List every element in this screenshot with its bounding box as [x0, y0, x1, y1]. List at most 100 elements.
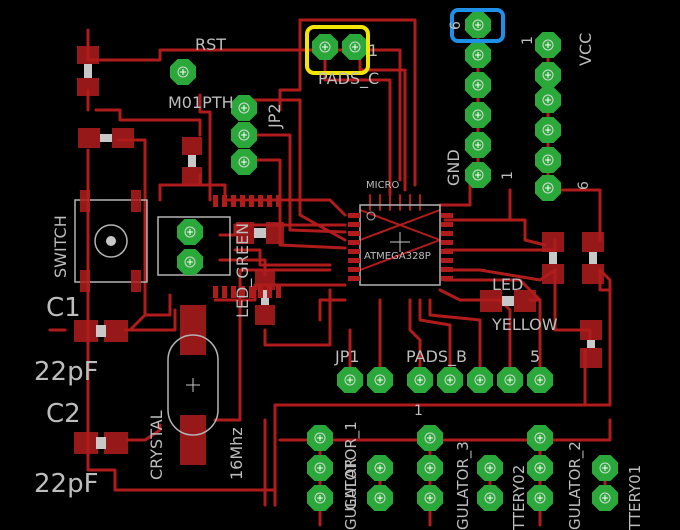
label-crystal: CRYSTAL	[147, 410, 166, 480]
through-hole-pad	[527, 367, 553, 393]
mcu-pin	[348, 276, 360, 281]
through-hole-pad	[407, 367, 433, 393]
label-switch: SWITCH	[51, 215, 70, 278]
label-pin1-b: 1	[414, 403, 423, 419]
label-led-yellow: LED	[492, 275, 523, 294]
capacitor-pad	[582, 232, 604, 252]
mcu-atmega	[213, 195, 453, 298]
through-hole-pad	[535, 87, 561, 113]
resistor-body	[549, 252, 557, 264]
through-hole-pad	[477, 485, 503, 511]
label-pin6-right: 6	[576, 181, 592, 190]
mcu-pin	[441, 276, 453, 281]
led-pad	[266, 222, 284, 244]
label-regulator-1: GULATOR_1	[342, 421, 361, 510]
label-atmega: ATMEGA328P	[364, 251, 431, 262]
mcu-pin	[441, 267, 453, 272]
highlight-yellow-box	[305, 25, 370, 75]
led-pad	[514, 290, 536, 312]
capacitor-body	[589, 252, 597, 264]
through-hole-pad	[417, 425, 443, 451]
mcu-pin	[348, 231, 360, 236]
mcu-pin	[213, 286, 218, 298]
mcu-pin	[441, 222, 453, 227]
mcu-pin	[249, 286, 254, 298]
through-hole-pad	[465, 162, 491, 188]
crystal-pad	[180, 415, 206, 465]
resistor-body	[100, 134, 112, 142]
through-hole-pad	[177, 249, 203, 275]
mcu-pin	[441, 213, 453, 218]
resistor-body	[188, 155, 196, 167]
label-c2: C2	[46, 399, 81, 429]
resistor-pad	[580, 320, 602, 340]
label-yellow: YELLOW	[491, 315, 558, 334]
led-pad	[236, 222, 254, 244]
smd-components	[74, 46, 604, 465]
resistor-body	[84, 64, 92, 78]
label-rst: RST	[195, 35, 226, 54]
label-pin1-right: 1	[520, 36, 536, 45]
mcu-pin	[240, 286, 245, 298]
through-hole-pad	[367, 455, 393, 481]
resistor-pad	[542, 264, 564, 284]
label-vcc: VCC	[576, 33, 595, 66]
resistor-pad	[77, 78, 99, 96]
resistor-pad	[255, 305, 275, 325]
mcu-pin	[348, 267, 360, 272]
through-hole-pad	[307, 455, 333, 481]
led-body	[254, 228, 266, 238]
mcu-pin	[441, 240, 453, 245]
label-regulator-3: GULATOR_3	[454, 441, 473, 530]
through-hole-pad	[417, 455, 443, 481]
labels: RST 1 PADS_C M01PTH JP2 MICRO GND VCC 6 …	[34, 21, 644, 530]
through-hole-pad	[527, 485, 553, 511]
through-hole-pad	[535, 175, 561, 201]
resistor-pad	[255, 270, 275, 290]
through-hole-pad	[177, 219, 203, 245]
resistor-pad	[77, 46, 99, 64]
through-hole-pad	[367, 367, 393, 393]
through-hole-pad	[465, 12, 491, 38]
mcu-pin	[249, 195, 254, 207]
through-hole-pad	[231, 95, 257, 121]
mcu-pin	[276, 286, 281, 298]
led-body	[502, 296, 514, 306]
capacitor-body	[96, 325, 106, 337]
mcu-pin	[441, 231, 453, 236]
mcu-pin	[348, 213, 360, 218]
capacitor-pad	[74, 320, 98, 342]
through-hole-pad	[231, 149, 257, 175]
capacitor-pad	[104, 432, 128, 454]
through-hole-pad	[307, 485, 333, 511]
label-pin5-b: 5	[530, 347, 540, 366]
capacitor-pad	[582, 264, 604, 284]
mcu-pin	[348, 240, 360, 245]
capacitor-body	[96, 437, 106, 449]
resistor-body	[261, 290, 269, 305]
through-hole-pad	[342, 34, 368, 60]
highlight-blue-box	[450, 8, 505, 43]
through-hole-pad	[467, 367, 493, 393]
through-hole-pad	[535, 117, 561, 143]
label-micro: MICRO	[366, 180, 400, 191]
mcu-pin	[258, 286, 263, 298]
capacitor-pad	[104, 320, 128, 342]
through-hole-pad	[592, 485, 618, 511]
resistor-pad	[182, 167, 202, 185]
through-hole-pad	[465, 72, 491, 98]
crystal-component	[167, 334, 219, 436]
through-hole-pad	[367, 485, 393, 511]
resistor-pad	[182, 137, 202, 155]
through-hole-pad	[170, 59, 196, 85]
through-hole-pad	[437, 367, 463, 393]
label-battery01: TTERY01	[626, 465, 644, 530]
mcu-pin	[240, 195, 245, 207]
switch-component	[74, 190, 148, 292]
mcu-pin	[258, 195, 263, 207]
through-hole-pad	[527, 425, 553, 451]
label-battery02: TTERY02	[510, 465, 528, 530]
through-hole-pad	[465, 102, 491, 128]
label-pf2: 22pF	[34, 469, 99, 499]
through-hole-pad	[535, 62, 561, 88]
